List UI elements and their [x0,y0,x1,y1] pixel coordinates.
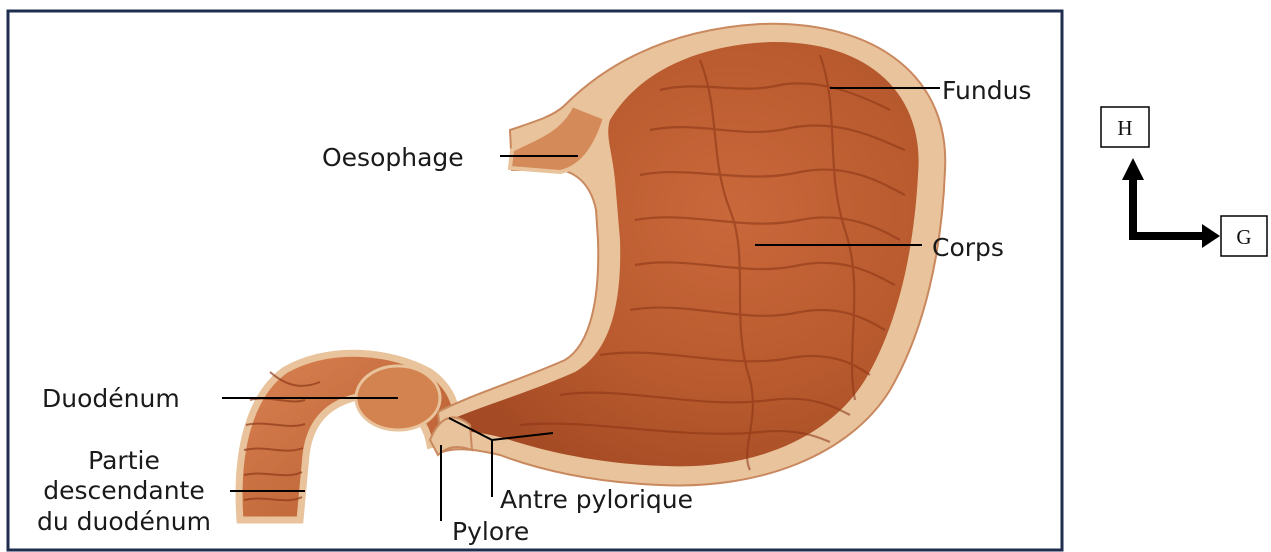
orientation-up-label: H [1117,116,1132,140]
label-corps: Corps [932,233,1004,262]
label-antre-pylorique: Antre pylorique [500,485,693,514]
label-pylore: Pylore [452,517,529,546]
orientation-indicator: H G [1101,107,1267,256]
orientation-side-label: G [1236,225,1251,249]
orientation-arrows [1122,158,1220,248]
label-duodenum: Duodénum [42,384,180,413]
label-partie-line2: descendante [43,476,204,505]
label-fundus: Fundus [942,76,1031,105]
label-partie-line3: du duodénum [37,507,211,536]
label-partie-line1: Partie [88,446,160,475]
label-oesophage: Oesophage [322,143,464,172]
